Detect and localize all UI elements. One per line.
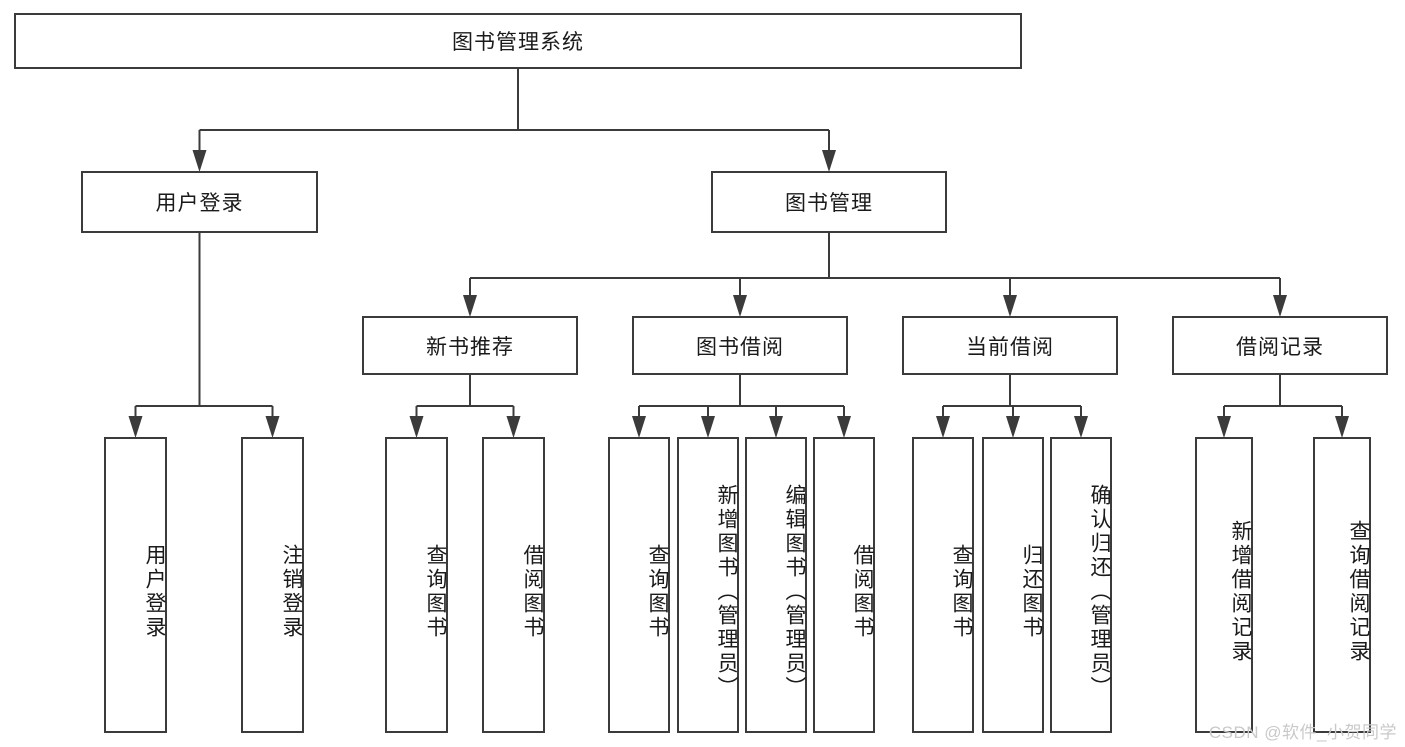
node-label: 查询图书 <box>646 544 669 640</box>
node-leaf-10[interactable]: 归还图书 <box>982 437 1044 733</box>
node-newbook[interactable]: 新书推荐 <box>362 316 578 375</box>
node-leaf-9[interactable]: 查询图书 <box>912 437 974 733</box>
node-label: 编辑图书（管理员） <box>783 484 806 700</box>
node-label: 图书借阅 <box>696 335 784 359</box>
node-leaf-11[interactable]: 确认归还（管理员） <box>1050 437 1112 733</box>
node-bookmgr[interactable]: 图书管理 <box>711 171 947 233</box>
node-label: 查询借阅记录 <box>1347 520 1370 664</box>
node-label: 借阅图书 <box>521 544 544 640</box>
node-label: 当前借阅 <box>966 335 1054 359</box>
node-leaf-3[interactable]: 查询图书 <box>385 437 448 733</box>
node-login[interactable]: 用户登录 <box>81 171 318 233</box>
node-label: 图书管理 <box>785 192 873 215</box>
node-records[interactable]: 借阅记录 <box>1172 316 1388 375</box>
node-label: 用户登录 <box>155 192 244 215</box>
node-label: 用户登录 <box>143 544 166 640</box>
node-label: 新增借阅记录 <box>1229 520 1252 664</box>
node-leaf-1[interactable]: 用户登录 <box>104 437 167 733</box>
node-label: 新书推荐 <box>426 335 514 359</box>
node-current[interactable]: 当前借阅 <box>902 316 1118 375</box>
node-leaf-13[interactable]: 查询借阅记录 <box>1313 437 1371 733</box>
node-label: 借阅图书 <box>851 544 874 640</box>
node-leaf-5[interactable]: 查询图书 <box>608 437 670 733</box>
node-leaf-7[interactable]: 编辑图书（管理员） <box>745 437 807 733</box>
node-label: 查询图书 <box>950 544 973 640</box>
node-label: 新增图书（管理员） <box>715 484 738 700</box>
node-leaf-2[interactable]: 注销登录 <box>241 437 304 733</box>
node-leaf-12[interactable]: 新增借阅记录 <box>1195 437 1253 733</box>
node-leaf-6[interactable]: 新增图书（管理员） <box>677 437 739 733</box>
node-label: 确认归还（管理员） <box>1088 484 1111 700</box>
node-label: 归还图书 <box>1020 544 1043 640</box>
node-borrow[interactable]: 图书借阅 <box>632 316 848 375</box>
node-leaf-4[interactable]: 借阅图书 <box>482 437 545 733</box>
node-label: 图书管理系统 <box>452 31 584 54</box>
node-label: 查询图书 <box>424 544 447 640</box>
node-leaf-8[interactable]: 借阅图书 <box>813 437 875 733</box>
node-label: 注销登录 <box>280 544 303 640</box>
node-root[interactable]: 图书管理系统 <box>14 13 1022 69</box>
node-label: 借阅记录 <box>1236 335 1324 359</box>
